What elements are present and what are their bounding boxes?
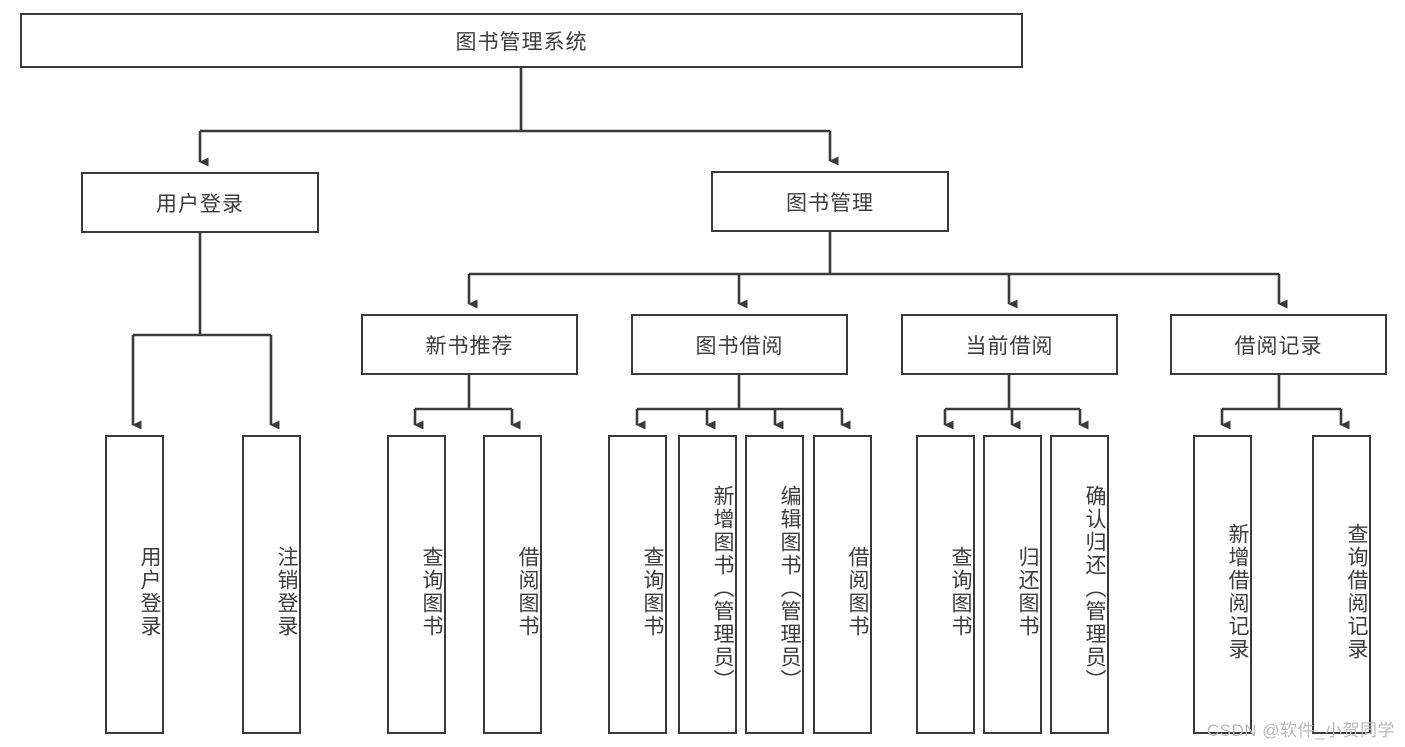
node-borrow-records[interactable]: 借阅记录 — [1170, 314, 1387, 375]
node-book-borrow[interactable]: 图书借阅 — [631, 314, 848, 375]
leaf-query-books-current[interactable]: 查询图书 — [916, 435, 975, 734]
leaf-add-borrow-record[interactable]: 新增借阅记录 — [1193, 435, 1252, 734]
leaf-query-books-borrow[interactable]: 查询图书 — [608, 435, 667, 734]
leaf-borrow-books-recommend[interactable]: 借阅图书 — [483, 435, 542, 734]
leaf-query-borrow-record[interactable]: 查询借阅记录 — [1312, 435, 1371, 734]
leaf-confirm-return-admin[interactable]: 确认归还（管理员） — [1050, 435, 1109, 734]
leaf-add-book-admin[interactable]: 新增图书（管理员） — [678, 435, 737, 734]
leaf-user-login[interactable]: 用户登录 — [105, 435, 164, 734]
leaf-return-book[interactable]: 归还图书 — [983, 435, 1042, 734]
node-user-login[interactable]: 用户登录 — [81, 172, 319, 233]
node-new-book-recommend[interactable]: 新书推荐 — [361, 314, 578, 375]
leaf-edit-book-admin[interactable]: 编辑图书（管理员） — [745, 435, 804, 734]
leaf-query-books-recommend[interactable]: 查询图书 — [387, 435, 446, 734]
node-root[interactable]: 图书管理系统 — [20, 13, 1023, 68]
leaf-borrow-book[interactable]: 借阅图书 — [813, 435, 872, 734]
node-current-borrow[interactable]: 当前借阅 — [901, 314, 1118, 375]
leaf-user-logout[interactable]: 注销登录 — [242, 435, 301, 734]
node-book-management[interactable]: 图书管理 — [711, 171, 949, 232]
